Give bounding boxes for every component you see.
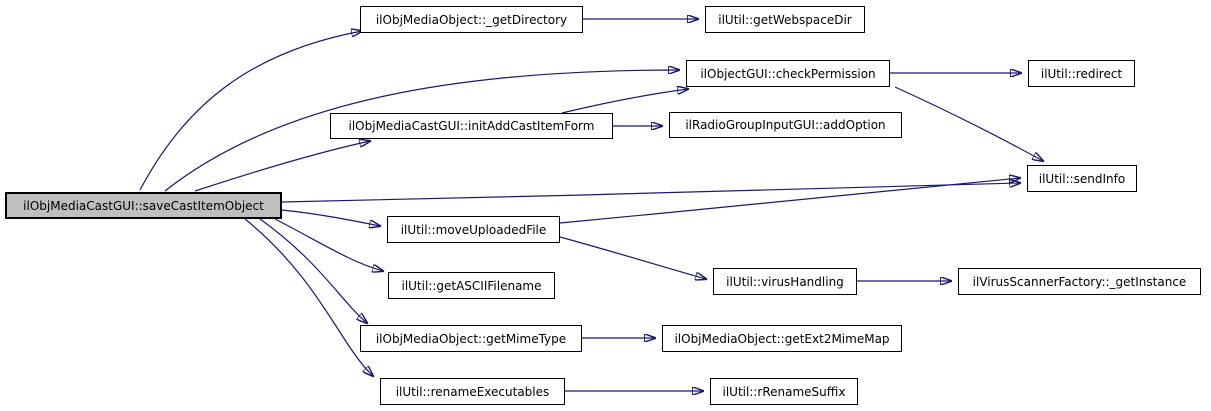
edge-save-to-moveuploadedfile bbox=[281, 209, 380, 226]
edge-moveuploadedfile-to-sendinfo bbox=[559, 178, 1020, 224]
edge-save-to-getasciifilename bbox=[274, 218, 383, 271]
edge-initaddcastitemform-to-checkpermission bbox=[561, 89, 688, 114]
edge-save-to-sendinfo bbox=[281, 183, 1020, 203]
node-getdirectory[interactable]: ilObjMediaObject::_getDirectory bbox=[360, 6, 583, 33]
node-addoption[interactable]: ilRadioGroupInputGUI::addOption bbox=[669, 112, 902, 138]
node-sendinfo[interactable]: ilUtil::sendInfo bbox=[1027, 165, 1137, 192]
edge-save-to-getdirectory bbox=[139, 31, 362, 191]
node-rrenamesuffix[interactable]: ilUtil::rRenameSuffix bbox=[710, 378, 858, 405]
edge-moveuploadedfile-to-virushandling bbox=[559, 236, 706, 279]
edge-save-to-initaddcastitemform bbox=[194, 141, 370, 192]
node-checkpermission[interactable]: ilObjectGUI::checkPermission bbox=[686, 60, 890, 87]
edge-save-to-renameexecutables bbox=[244, 218, 373, 376]
node-savecastitemobject: ilObjMediaCastGUI::saveCastItemObject bbox=[5, 192, 282, 219]
node-virushandling[interactable]: ilUtil::virusHandling bbox=[713, 268, 857, 295]
node-moveuploadedfile[interactable]: ilUtil::moveUploadedFile bbox=[387, 216, 560, 243]
node-getwebspacedir[interactable]: ilUtil::getWebspaceDir bbox=[705, 6, 865, 33]
node-renameexecutables[interactable]: ilUtil::renameExecutables bbox=[380, 378, 565, 405]
node-getext2mimemap[interactable]: ilObjMediaObject::getExt2MimeMap bbox=[662, 325, 902, 352]
node-getasciifilename[interactable]: ilUtil::getASCIIFilename bbox=[388, 272, 555, 299]
node-getinstance[interactable]: ilVirusScannerFactory::_getInstance bbox=[958, 268, 1201, 295]
node-redirect[interactable]: ilUtil::redirect bbox=[1028, 60, 1135, 87]
edge-checkpermission-to-sendinfo bbox=[894, 86, 1043, 161]
edge-save-to-checkpermission bbox=[164, 70, 679, 192]
edge-save-to-getmimetype bbox=[259, 218, 367, 323]
node-getmimetype[interactable]: ilObjMediaObject::getMimeType bbox=[360, 325, 582, 352]
node-initaddcastitemform[interactable]: ilObjMediaCastGUI::initAddCastItemForm bbox=[330, 113, 613, 139]
